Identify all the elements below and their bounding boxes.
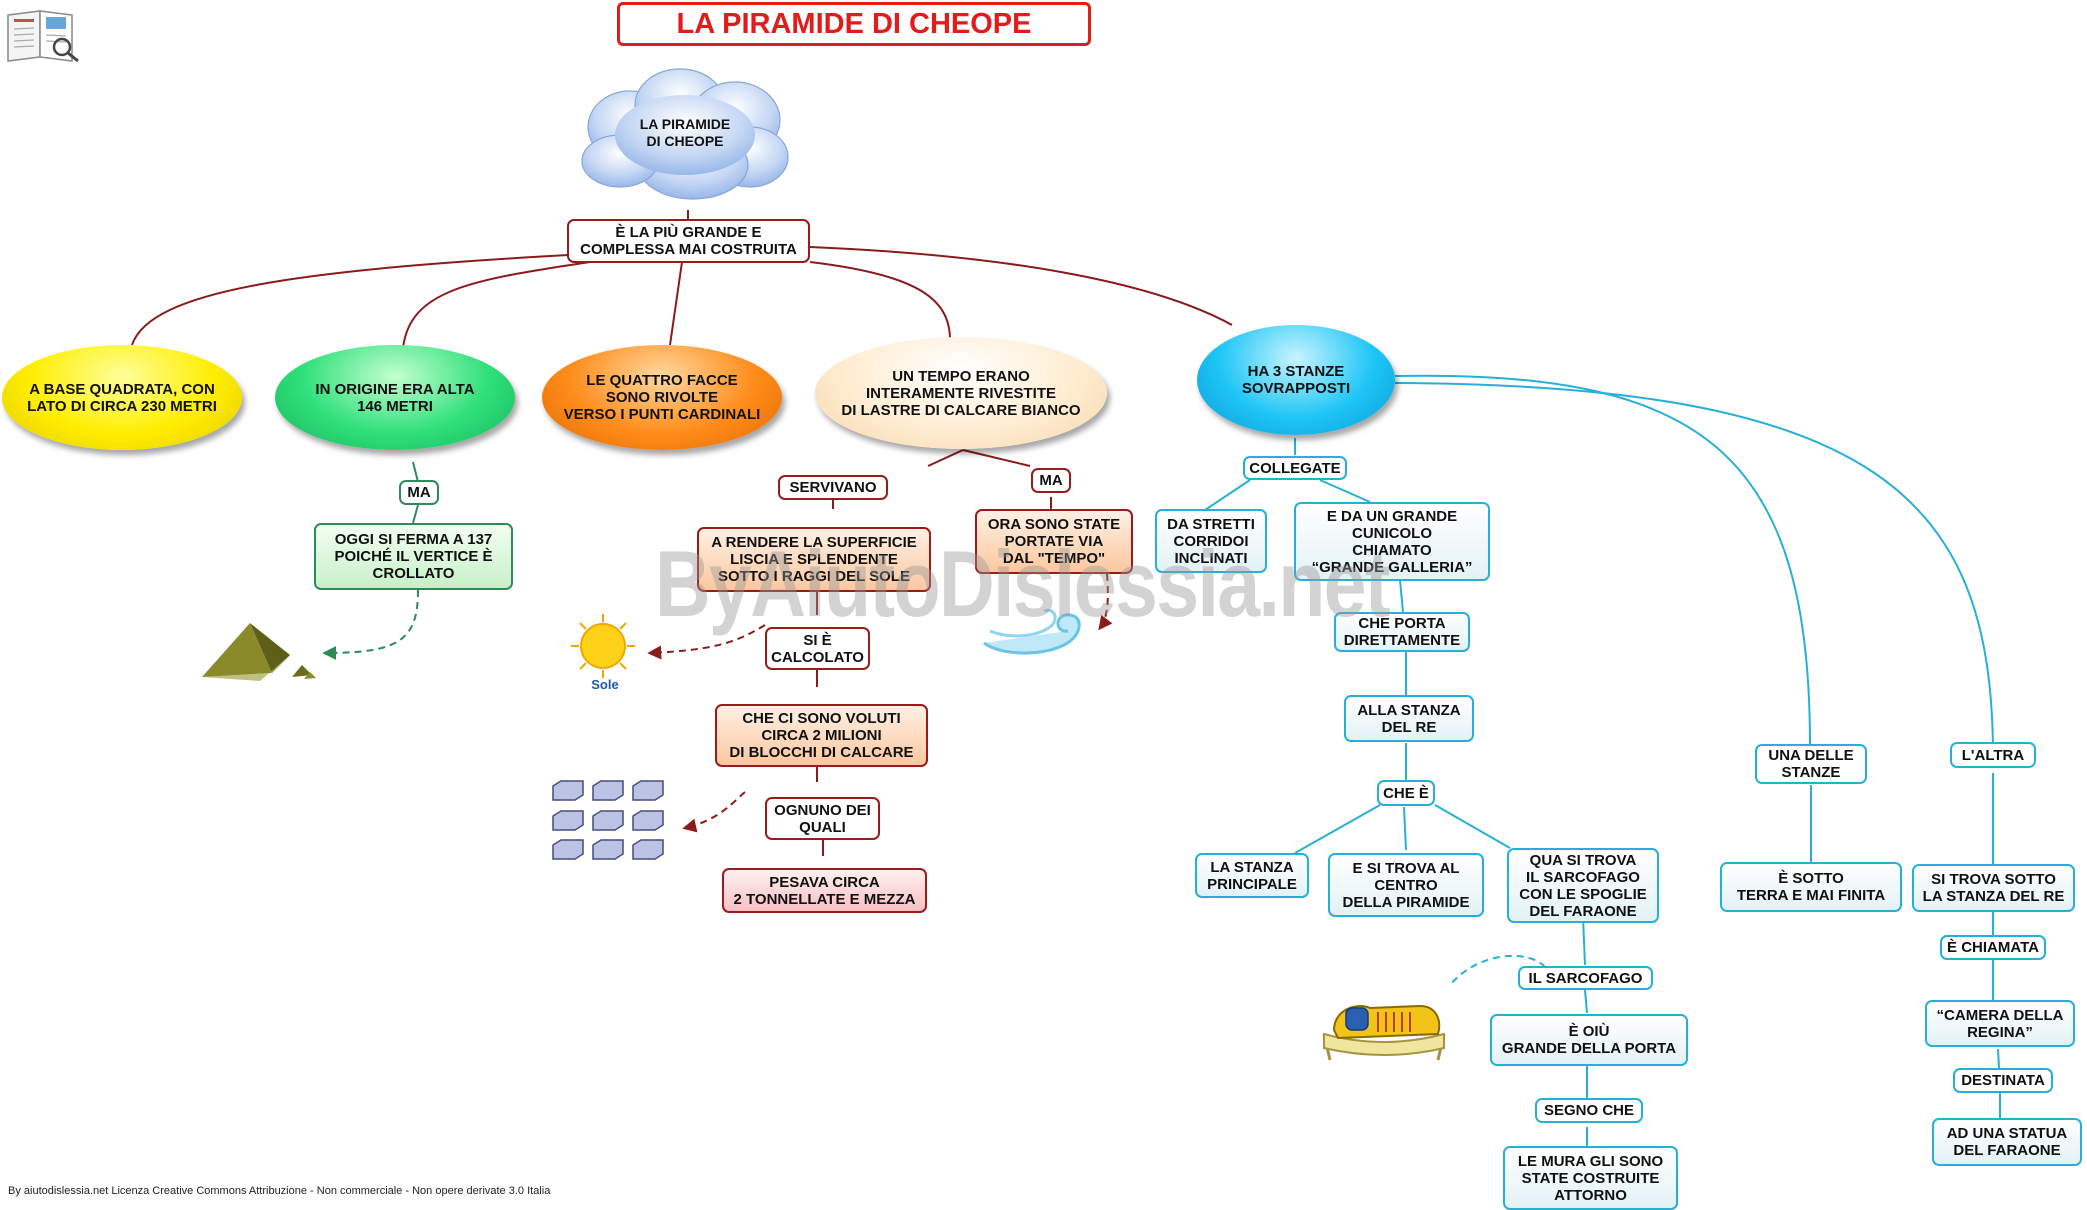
node-root: È LA PIÙ GRANDE E COMPLESSA MAI COSTRUIT… bbox=[567, 219, 810, 263]
license-text: By aiutodislessia.net Licenza Creative C… bbox=[8, 1185, 551, 1197]
wind-icon bbox=[983, 608, 1081, 655]
node-portate-via: ORA SONO STATE PORTATE VIA DAL "TEMPO" bbox=[975, 509, 1133, 574]
node-che-porta: CHE PORTA DIRETTAMENTE bbox=[1334, 612, 1470, 652]
cloud-title: LA PIRAMIDE DI CHEOPE bbox=[639, 116, 731, 149]
tag-destinata: DESTINATA bbox=[1953, 1068, 2053, 1093]
node-statua-faraone: AD UNA STATUA DEL FARAONE bbox=[1932, 1118, 2082, 1166]
node-pesava: PESAVA CIRCA 2 TONNELLATE E MEZZA bbox=[722, 868, 927, 913]
node-piu-grande-porta: È OIÙ GRANDE DELLA PORTA bbox=[1490, 1014, 1688, 1066]
tag-che-e: CHE È bbox=[1377, 780, 1435, 806]
tag-ma-rivestimento: MA bbox=[1031, 468, 1071, 493]
sarcophagus-icon bbox=[1322, 1004, 1446, 1061]
node-quattro-facce: LE QUATTRO FACCE SONO RIVOLTE VERSO I PU… bbox=[542, 345, 782, 450]
node-tre-stanze: HA 3 STANZE SOVRAPPOSTI bbox=[1197, 325, 1395, 435]
tag-una-delle-stanze: UNA DELLE STANZE bbox=[1755, 744, 1867, 784]
stone-blocks-icon bbox=[552, 780, 664, 860]
node-sotto-stanza-re: SI TROVA SOTTO LA STANZA DEL RE bbox=[1912, 864, 2075, 912]
node-oggi-137: OGGI SI FERMA A 137 POICHÉ IL VERTICE È … bbox=[314, 523, 513, 590]
node-altezza-origine: IN ORIGINE ERA ALTA 146 METRI bbox=[275, 345, 515, 450]
pyramid-icon bbox=[202, 623, 316, 681]
tag-il-sarcofago: IL SARCOFAGO bbox=[1518, 966, 1653, 990]
tag-collegate: COLLEGATE bbox=[1243, 456, 1347, 480]
book-icon bbox=[7, 10, 79, 63]
tag-segno-che: SEGNO CHE bbox=[1535, 1098, 1643, 1123]
node-calcolato: SI È CALCOLATO bbox=[765, 627, 870, 670]
node-sotto-terra: È SOTTO TERRA E MAI FINITA bbox=[1720, 862, 1902, 912]
page-title: LA PIRAMIDE DI CHEOPE bbox=[617, 2, 1091, 46]
watermark: ByAiutoDislessia.net bbox=[655, 531, 1391, 636]
node-grande-galleria: E DA UN GRANDE CUNICOLO CHIAMATO “GRANDE… bbox=[1294, 502, 1490, 581]
node-centro-piramide: E SI TROVA AL CENTRO DELLA PIRAMIDE bbox=[1328, 853, 1484, 917]
sun-icon bbox=[571, 614, 635, 678]
cloud-shape bbox=[581, 68, 789, 200]
tag-laltra: L'ALTRA bbox=[1950, 742, 2036, 768]
node-camera-regina: “CAMERA DELLA REGINA” bbox=[1925, 1000, 2075, 1047]
node-stanza-principale: LA STANZA PRINCIPALE bbox=[1195, 853, 1309, 898]
tag-ma-altezza: MA bbox=[399, 480, 439, 505]
sun-label: Sole bbox=[591, 676, 619, 692]
node-stretti-corridoi: DA STRETTI CORRIDOI INCLINATI bbox=[1155, 509, 1267, 573]
node-due-milioni: CHE CI SONO VOLUTI CIRCA 2 MILIONI DI BL… bbox=[715, 704, 928, 767]
node-mura-costruite: LE MURA GLI SONO STATE COSTRUITE ATTORNO bbox=[1503, 1146, 1678, 1210]
tag-e-chiamata: È CHIAMATA bbox=[1940, 935, 2046, 960]
node-stanza-del-re: ALLA STANZA DEL RE bbox=[1344, 695, 1474, 742]
node-rivestimento: UN TEMPO ERANO INTERAMENTE RIVESTITE DI … bbox=[815, 337, 1107, 449]
node-ognuno: OGNUNO DEI QUALI bbox=[765, 797, 880, 840]
node-qua-sarcofago: QUA SI TROVA IL SARCOFAGO CON LE SPOGLIE… bbox=[1507, 848, 1659, 923]
node-rendere-superficie: A RENDERE LA SUPERFICIE LISCIA E SPLENDE… bbox=[697, 527, 931, 592]
node-base-quadrata: A BASE QUADRATA, CON LATO DI CIRCA 230 M… bbox=[2, 345, 242, 450]
tag-servivano: SERVIVANO bbox=[778, 475, 888, 500]
